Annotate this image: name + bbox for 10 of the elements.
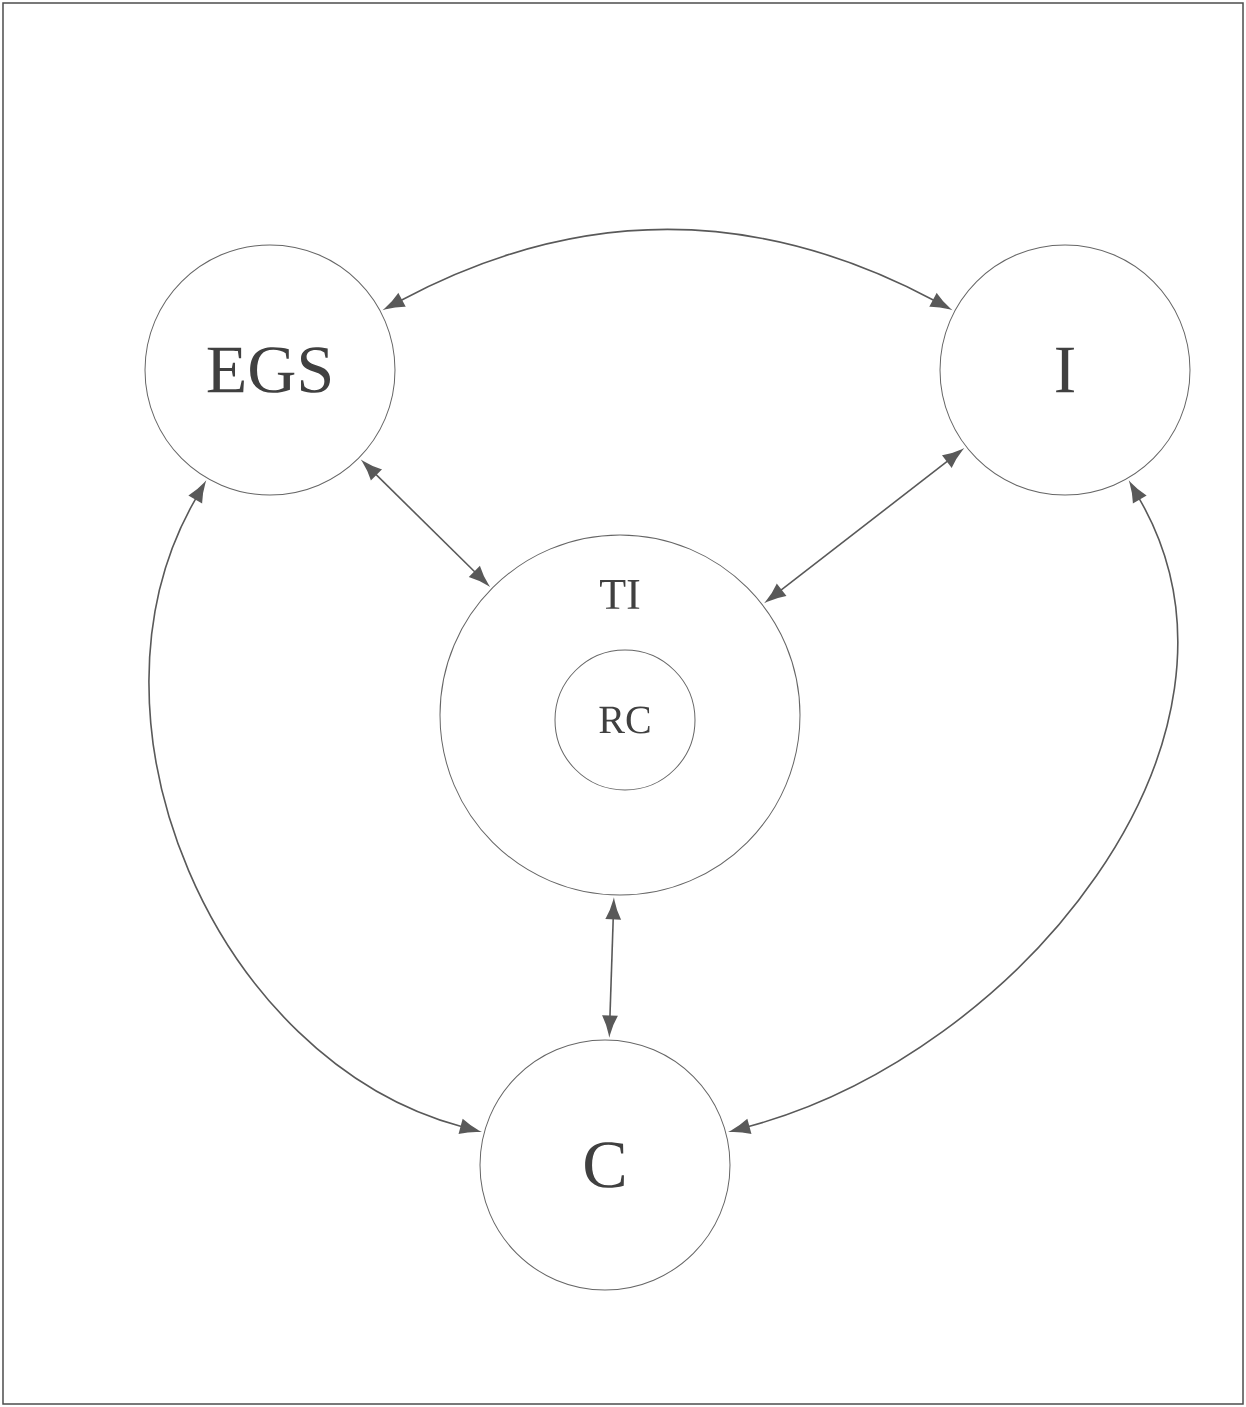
arrow <box>602 900 621 1035</box>
arrow <box>362 461 489 586</box>
arrow <box>384 228 951 310</box>
circle-node: EGS <box>144 244 396 496</box>
arrow <box>148 482 480 1134</box>
circle-node: RC <box>554 649 696 791</box>
arrow <box>730 482 1178 1134</box>
arrow <box>766 449 963 602</box>
circle-node: C <box>479 1039 731 1291</box>
circle-node: I <box>939 244 1191 496</box>
